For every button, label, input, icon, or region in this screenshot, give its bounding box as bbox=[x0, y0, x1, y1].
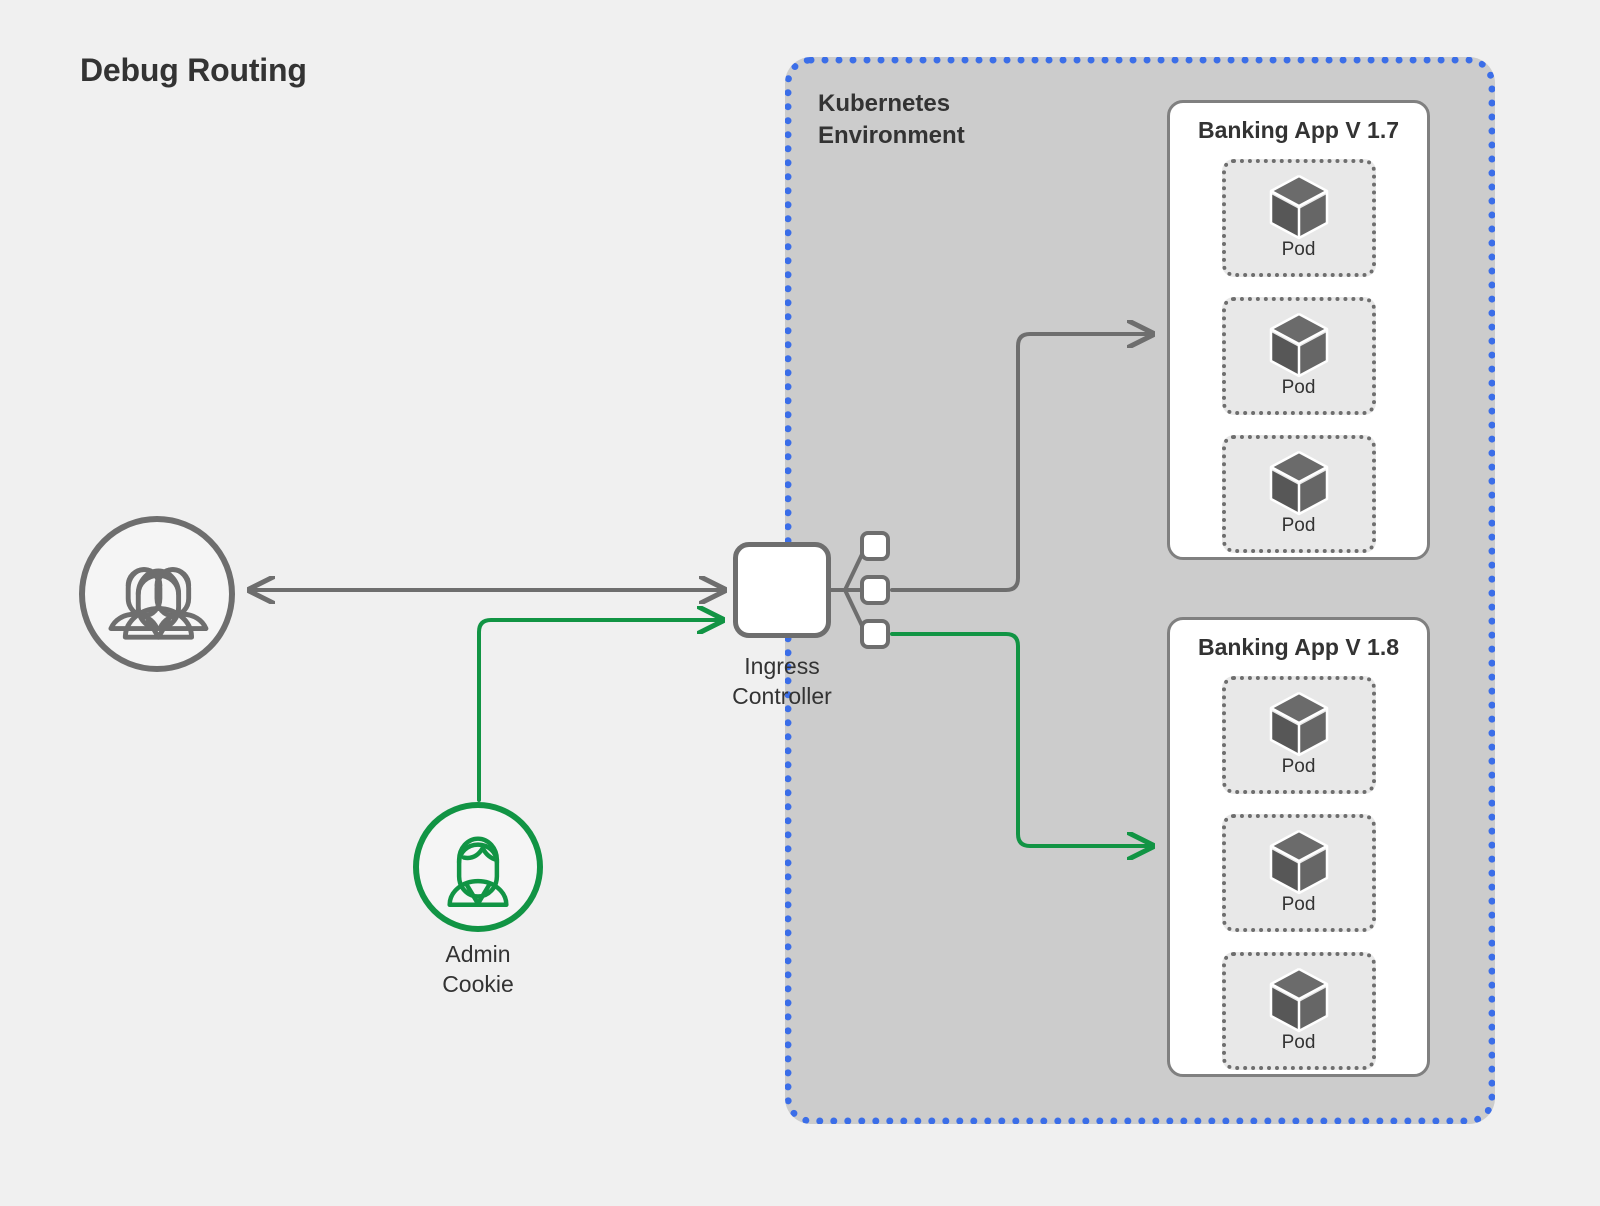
cube-icon bbox=[1269, 312, 1328, 378]
ingress-port-3[interactable] bbox=[860, 619, 890, 649]
banking-app-v18-title: Banking App V 1.8 bbox=[1197, 634, 1400, 660]
banking-app-v17-card: Banking App V 1.7 Pod Pod bbox=[1167, 100, 1430, 560]
ingress-controller-box[interactable] bbox=[733, 542, 831, 638]
ingress-port-1[interactable] bbox=[860, 531, 890, 561]
pod-box: Pod bbox=[1221, 952, 1376, 1070]
admin-cookie-label: Admin Cookie bbox=[442, 941, 514, 997]
cube-icon bbox=[1269, 967, 1328, 1033]
users-group-node bbox=[79, 516, 235, 672]
banking-app-v17-title: Banking App V 1.7 bbox=[1197, 117, 1400, 143]
cube-icon bbox=[1269, 829, 1328, 895]
cube-icon bbox=[1269, 174, 1328, 240]
pod-box: Pod bbox=[1221, 159, 1376, 277]
kubernetes-environment-label: Kubernetes Environment bbox=[818, 90, 965, 149]
pod-label: Pod bbox=[1281, 756, 1316, 777]
single-user-icon bbox=[447, 836, 509, 908]
banking-app-v18-card: Banking App V 1.8 Pod Pod bbox=[1167, 617, 1430, 1077]
pod-box: Pod bbox=[1221, 814, 1376, 932]
cube-icon bbox=[1269, 450, 1328, 516]
pod-label: Pod bbox=[1281, 894, 1316, 915]
page-title: Debug Routing bbox=[80, 52, 307, 88]
pod-box: Pod bbox=[1221, 297, 1376, 415]
pod-box: Pod bbox=[1221, 435, 1376, 553]
pod-label: Pod bbox=[1281, 1032, 1316, 1053]
ingress-controller-label: Ingress Controller bbox=[732, 653, 832, 709]
pod-label: Pod bbox=[1281, 515, 1316, 536]
pod-label: Pod bbox=[1281, 239, 1316, 260]
cube-icon bbox=[1269, 691, 1328, 757]
users-group-icon bbox=[108, 567, 209, 640]
pod-box: Pod bbox=[1221, 676, 1376, 794]
admin-cookie-node bbox=[413, 802, 543, 932]
pod-label: Pod bbox=[1281, 377, 1316, 398]
ingress-port-2[interactable] bbox=[860, 575, 890, 605]
